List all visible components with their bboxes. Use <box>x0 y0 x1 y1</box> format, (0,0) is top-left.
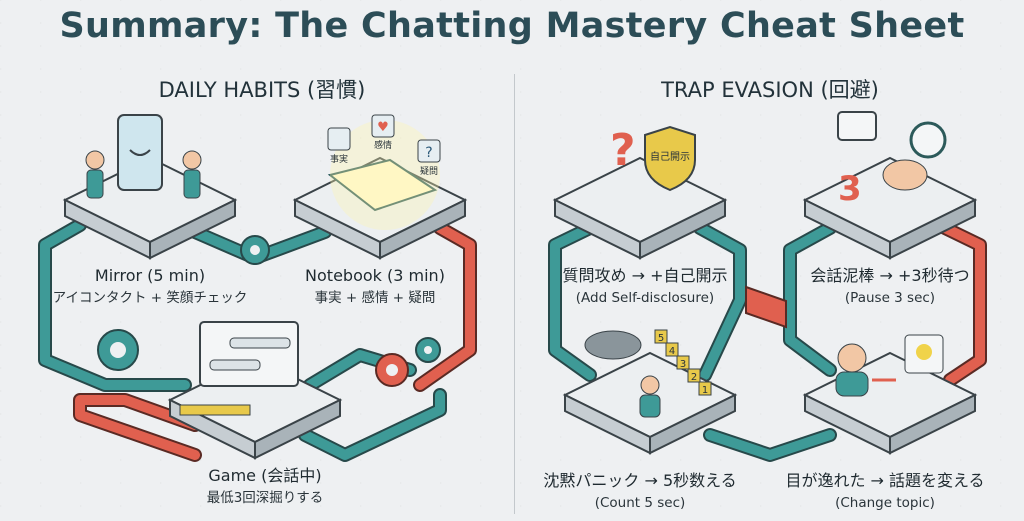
gear-icon <box>240 235 270 265</box>
step-mirror: Mirror (5 min) アイコンタクト + 笑顔チェック <box>20 265 280 309</box>
svg-text:♥: ♥ <box>377 120 389 135</box>
gear-icon <box>415 337 441 363</box>
right-pipes <box>548 221 987 462</box>
shield-icon <box>644 125 696 192</box>
step-title: Mirror (5 min) <box>94 266 206 285</box>
number-three-icon: 3 <box>838 169 862 209</box>
stopwatch-icon <box>909 121 947 159</box>
countdown-block-number: 2 <box>691 372 697 383</box>
countdown-block <box>687 368 701 383</box>
trap-detail: (Add Self-disclosure) <box>575 290 715 306</box>
trap-title: 目が逸れた → 話題を変える <box>785 471 985 490</box>
trap-detail: (Pause 3 sec) <box>844 290 936 306</box>
trap-conversation-thief: 会話泥棒 → +3秒待つ (Pause 3 sec) <box>760 265 1020 309</box>
card-label: 感情 <box>374 139 392 151</box>
countdown-block <box>654 329 668 344</box>
red-valve <box>745 285 787 329</box>
countdown-blocks-icon <box>654 329 712 396</box>
trap-title: 質問攻め → +自己開示 <box>562 266 728 285</box>
trap-silence-panic: 沈黙パニック → 5秒数える (Count 5 sec) <box>510 470 770 514</box>
countdown-block <box>665 342 679 357</box>
chat-window-icon <box>199 321 299 387</box>
card-label: 疑問 <box>420 166 438 177</box>
card-label: 事実 <box>330 153 348 165</box>
svg-text:?: ? <box>610 125 636 176</box>
progress-bar <box>179 404 251 416</box>
shield-badge-label: 自己開示 <box>650 150 690 163</box>
card-fact <box>327 127 351 151</box>
section-heading-daily-habits: DAILY HABITS (習慣) <box>158 78 366 102</box>
gear-icon <box>375 353 409 387</box>
person-icon <box>639 375 661 418</box>
step-title: Notebook (3 min) <box>305 266 445 285</box>
storm-cloud-icon <box>584 330 642 360</box>
step-detail: 事実 + 感情 + 疑問 <box>314 290 436 306</box>
trap-title: 会話泥棒 → +3秒待つ <box>810 266 970 285</box>
question-mark-icon: ? <box>610 125 636 176</box>
countdown-block <box>698 381 712 396</box>
trap-title: 沈黙パニック → 5秒数える <box>543 471 737 490</box>
step-title: Game (会話中) <box>208 466 322 485</box>
hand-icon <box>882 159 928 191</box>
svg-text:3: 3 <box>838 169 862 209</box>
countdown-block-number: 5 <box>658 333 664 344</box>
lightbulb-icon <box>904 334 944 374</box>
section-divider <box>514 74 515 514</box>
card-question: ? <box>417 139 441 163</box>
step-game: Game (会話中) 最低3回深掘りする <box>135 465 395 509</box>
person-icon <box>85 150 105 199</box>
step-detail: 最低3回深掘りする <box>206 490 324 506</box>
mirror-icon <box>117 114 163 191</box>
countdown-block-number: 1 <box>702 385 708 396</box>
svg-text:?: ? <box>425 145 432 161</box>
notebook-icon <box>327 120 440 230</box>
countdown-block-number: 4 <box>669 346 675 357</box>
card-heart: ♥ <box>371 114 395 138</box>
step-notebook: Notebook (3 min) 事実 + 感情 + 疑問 <box>245 265 505 309</box>
trap-detail: (Count 5 sec) <box>594 495 686 511</box>
trap-interrogation: 質問攻め → +自己開示 (Add Self-disclosure) <box>515 265 775 309</box>
trap-detail: (Change topic) <box>835 495 935 511</box>
speech-bubble-icon <box>837 111 877 141</box>
person-icon <box>835 343 869 397</box>
page-title: Summary: The Chatting Mastery Cheat Shee… <box>59 6 965 46</box>
person-icon <box>182 150 202 199</box>
trap-eyes-wander: 目が逸れた → 話題を変える (Change topic) <box>755 470 1015 514</box>
section-heading-trap-evasion: TRAP EVASION (回避) <box>661 78 879 102</box>
countdown-block-number: 3 <box>680 359 686 370</box>
countdown-block <box>676 355 690 370</box>
gear-icon <box>97 329 139 371</box>
step-detail: アイコンタクト + 笑顔チェック <box>52 290 248 306</box>
